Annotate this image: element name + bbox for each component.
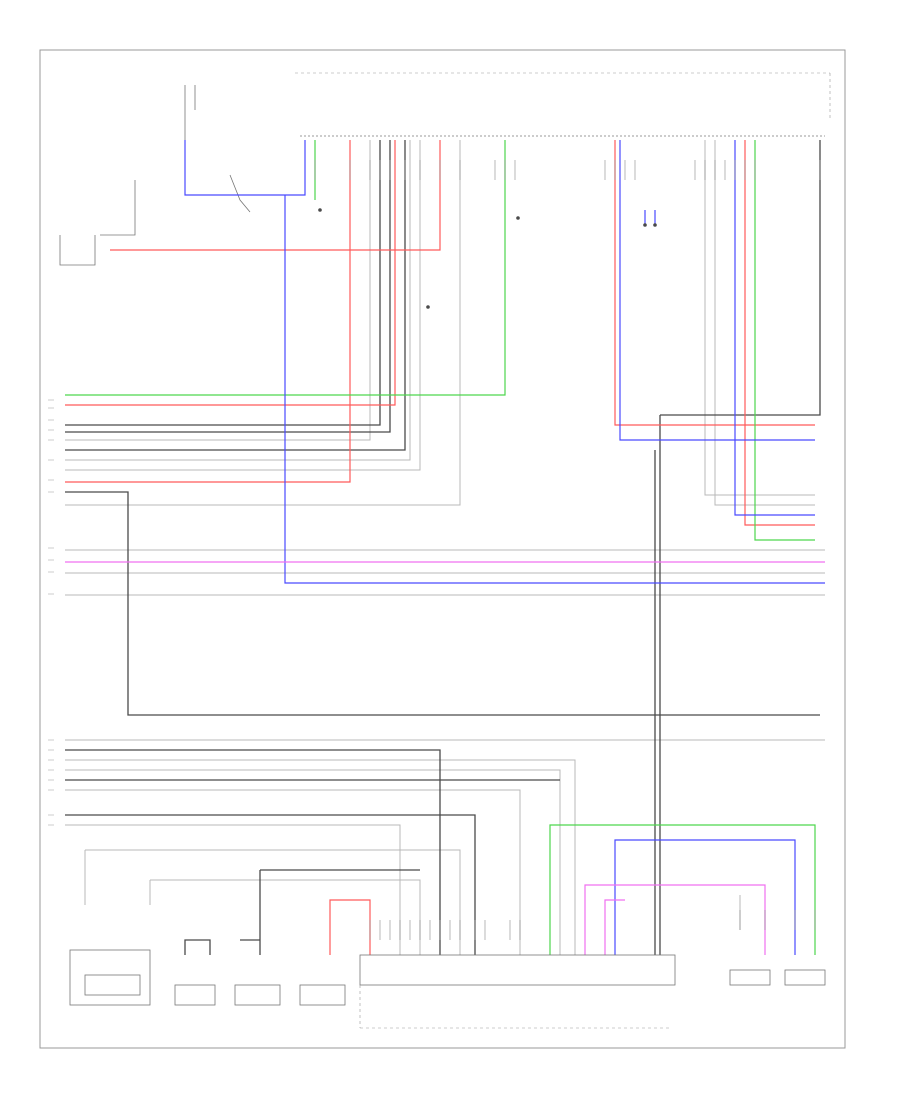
diagram-frame [39,49,846,1049]
left-sensor-body [69,949,151,1006]
upper-left-components [59,85,251,266]
splice-dots [318,208,657,309]
gray-wires [65,140,825,955]
pink-wires [65,561,825,955]
green-wires [65,140,816,955]
bottom-connector-pins [369,910,816,940]
component-box-3 [299,984,346,1006]
main-connector-block [359,954,676,986]
component-box-2 [234,984,281,1006]
left-pin-marks [48,399,54,826]
blue-wires [184,140,825,955]
component-box-5 [784,969,826,986]
component-box-4 [729,969,771,986]
black-wires [65,140,821,955]
bottom-components [69,949,826,1006]
component-box-1 [174,984,216,1006]
top-connector-pins [314,160,821,180]
